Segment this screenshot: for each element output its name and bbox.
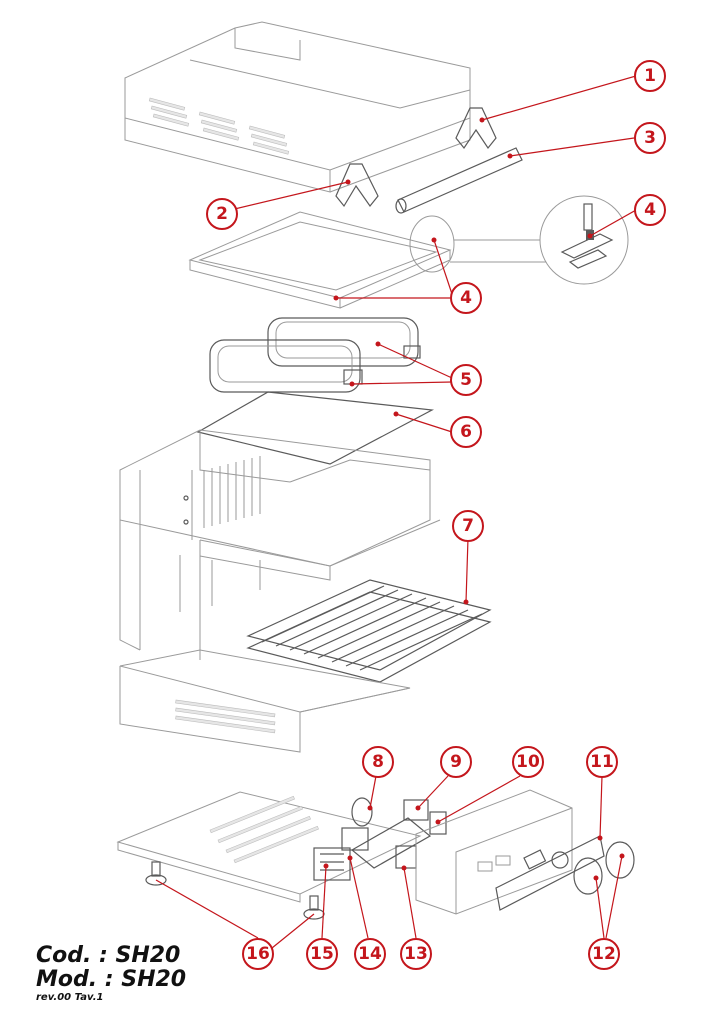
leader-lines <box>155 75 637 949</box>
relay-switch <box>341 827 369 851</box>
callout-8: 8 <box>362 746 394 778</box>
upper-frame-plate <box>188 211 452 309</box>
callout-2: 2 <box>206 198 238 230</box>
callout-number: 10 <box>516 752 540 772</box>
detail-magnifier <box>409 195 629 285</box>
callout-16: 16 <box>242 938 274 970</box>
oven-body <box>119 429 441 660</box>
callout-number: 13 <box>404 944 428 964</box>
rack-wires <box>261 585 483 671</box>
transformer <box>313 847 351 881</box>
callout-14: 14 <box>354 938 386 970</box>
product-model: Mod. : SH20 <box>36 967 187 992</box>
callout-13: 13 <box>400 938 432 970</box>
control-housing <box>415 789 573 915</box>
revision-label: rev.00 Tav.1 <box>36 992 104 1003</box>
product-code: Cod. : SH20 <box>36 943 181 968</box>
callout-number: 16 <box>246 944 270 964</box>
side-vent-grille <box>203 456 261 528</box>
callout-6: 6 <box>450 416 482 448</box>
hinge-bracket-left <box>335 163 379 208</box>
callout-number: 1 <box>644 66 656 86</box>
callout-12: 12 <box>588 938 620 970</box>
capacitor <box>351 797 373 827</box>
callout-number: 2 <box>216 204 228 224</box>
callout-number: 9 <box>450 752 462 772</box>
base-plate <box>116 791 422 903</box>
wire-grill-rack <box>246 579 492 683</box>
callout-1: 1 <box>634 60 666 92</box>
callout-number: 6 <box>460 422 472 442</box>
callout-4-detail: 4 <box>634 194 666 226</box>
callout-4: 4 <box>450 282 482 314</box>
callout-number: 4 <box>644 200 656 220</box>
mica-sheet <box>196 391 435 465</box>
callout-5: 5 <box>450 364 482 396</box>
callout-11: 11 <box>586 746 618 778</box>
heating-plates <box>209 317 421 393</box>
callout-number: 7 <box>462 516 474 536</box>
callout-number: 5 <box>460 370 472 390</box>
callout-9: 9 <box>440 746 472 778</box>
callout-number: 8 <box>372 752 384 772</box>
callout-number: 12 <box>592 944 616 964</box>
rubber-foot-right <box>303 895 325 920</box>
cover-vent-slots <box>148 97 290 155</box>
title-block: Cod. : SH20 Mod. : SH20 rev.00 Tav.1 <box>36 944 186 1004</box>
callout-number: 11 <box>590 752 614 772</box>
top-cover-housing <box>124 21 471 193</box>
callout-3: 3 <box>634 122 666 154</box>
leader-dots <box>323 117 625 881</box>
callout-number: 14 <box>358 944 382 964</box>
hinge-bracket-right <box>455 107 497 150</box>
callout-15: 15 <box>306 938 338 970</box>
callout-number: 15 <box>310 944 334 964</box>
switch-module <box>429 811 447 835</box>
callout-number: 4 <box>460 288 472 308</box>
rubber-foot-left <box>145 861 167 886</box>
base-vent-slots <box>209 795 319 864</box>
front-control-panel <box>495 835 605 911</box>
hinge-rod <box>395 147 523 214</box>
control-knobs <box>573 841 635 895</box>
callout-7: 7 <box>452 510 484 542</box>
callout-10: 10 <box>512 746 544 778</box>
callout-number: 3 <box>644 128 656 148</box>
crumb-tray <box>119 649 411 753</box>
